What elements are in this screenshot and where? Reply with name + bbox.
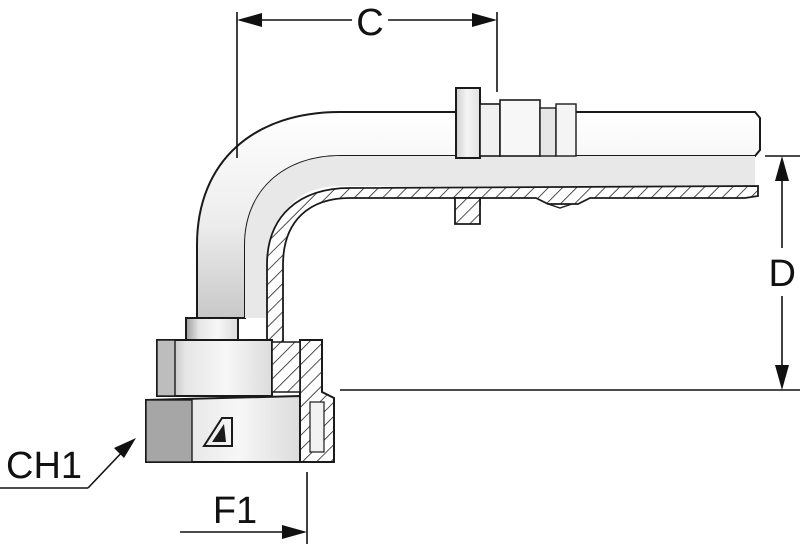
dimension-label-c: C xyxy=(356,2,383,44)
upper-nut-collar xyxy=(156,339,273,397)
dimension-label-d: D xyxy=(769,253,796,295)
nut-cross-section xyxy=(271,339,335,463)
neck-ring xyxy=(185,317,239,343)
dimension-label-ch1: CH1 xyxy=(6,445,82,487)
dimension-c xyxy=(236,12,498,158)
crimp-collar xyxy=(455,87,577,159)
triangle-logo-icon xyxy=(202,417,233,447)
tube-cross-section xyxy=(266,185,759,346)
dimension-d xyxy=(340,155,800,391)
leader-ch1 xyxy=(0,438,136,489)
dimension-label-f1: F1 xyxy=(213,490,257,532)
dimension-f1 xyxy=(180,472,308,544)
